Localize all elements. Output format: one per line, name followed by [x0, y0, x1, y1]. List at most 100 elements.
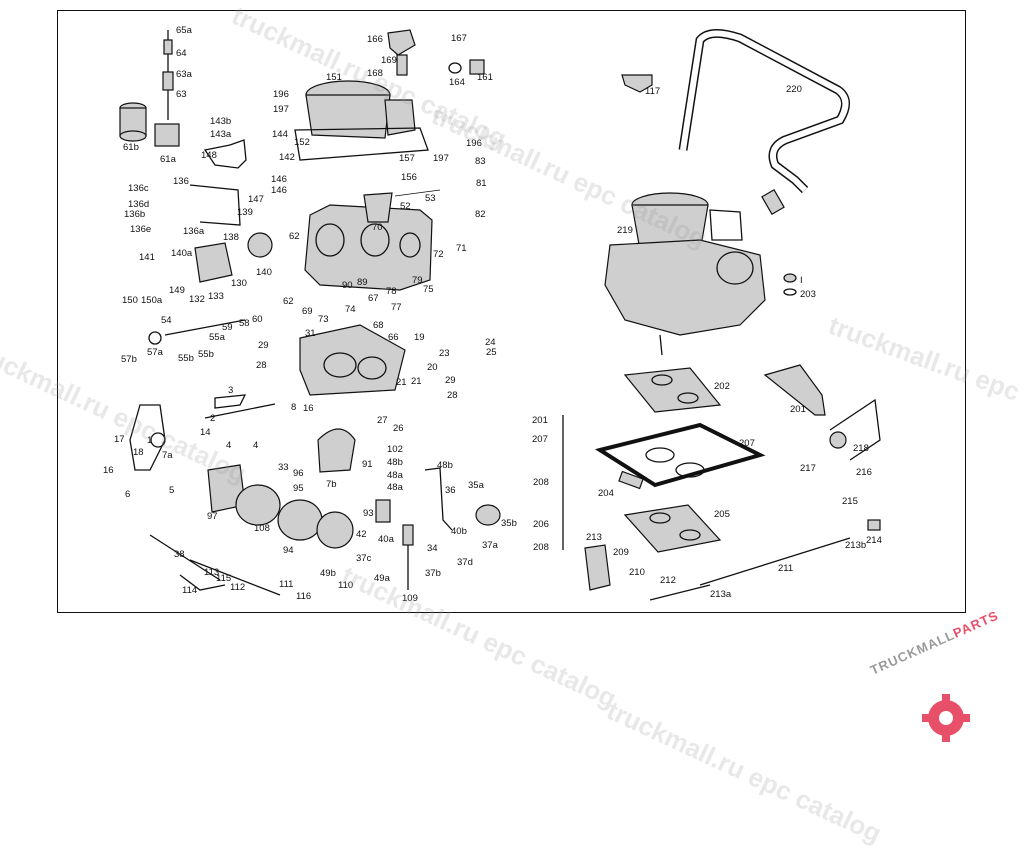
part-number-label: 60 [252, 314, 263, 325]
part-number-label: 136b [124, 209, 145, 220]
part-number-label: 208 [533, 477, 549, 488]
part-number-label: 132 [189, 294, 205, 305]
part-number-label: 61b [123, 142, 139, 153]
part-number-label: 150a [141, 295, 163, 306]
part-number-label: 152 [294, 137, 310, 148]
part-number-label: 37d [457, 557, 473, 568]
part-number-label: 55a [209, 332, 226, 343]
part-number-label: 2 [210, 413, 215, 424]
part-number-label: 207 [739, 438, 755, 449]
part-number-label: 211 [778, 563, 793, 574]
part-number-label: 207 [532, 434, 548, 445]
part-number-label: 59 [222, 322, 233, 333]
part-number-label: 28 [447, 390, 458, 401]
part-number-label: 31 [305, 328, 316, 339]
part-number-label: 7b [326, 479, 337, 490]
part-number-label: 37c [356, 553, 372, 564]
part-number-label: 136e [130, 224, 151, 235]
part-number-label: 113 [204, 567, 219, 578]
part-number-label: 57b [121, 354, 137, 365]
part-number-label: 96 [293, 468, 304, 479]
part-number-label: 168 [367, 68, 383, 79]
part-number-label: 37b [425, 568, 441, 579]
part-number-label: 29 [445, 375, 456, 386]
part-number-label: 74 [345, 304, 356, 315]
part-number-label: 219 [617, 225, 633, 236]
part-number-label: 196 [466, 138, 482, 149]
part-number-label: 136d [128, 199, 149, 210]
part-number-label: 23 [439, 348, 450, 359]
part-number-label: 38 [174, 549, 185, 560]
part-number-label: 150 [122, 295, 138, 306]
truckmall-parts-logo [922, 694, 970, 742]
part-number-label: 14 [200, 427, 211, 438]
part-number-label: 114 [182, 585, 197, 596]
part-number-label: 215 [842, 496, 858, 507]
part-number-label: 62 [289, 231, 300, 242]
part-number-label: 142 [279, 152, 295, 163]
part-number-label: 28 [256, 360, 267, 371]
part-number-label: 144 [272, 129, 288, 140]
part-number-label: 140 [256, 267, 272, 278]
part-number-label: 140a [171, 248, 193, 259]
part-number-label: 214 [0, 0, 16, 3]
part-number-label: 18 [133, 447, 144, 458]
part-number-label: 202 [714, 381, 730, 392]
part-number-label: 197 [433, 153, 449, 164]
part-number-label: 95 [293, 483, 304, 494]
part-number-label: 36 [445, 485, 456, 496]
part-number-label: 146 [271, 174, 287, 185]
part-number-label: 71 [456, 243, 467, 254]
part-number-label: 201 [790, 404, 806, 415]
part-number-label: 61a [160, 154, 177, 165]
part-number-label: 141 [139, 252, 155, 263]
part-number-label: 69 [302, 306, 313, 317]
part-number-label: 8 [291, 402, 296, 413]
part-number-label: 40b [451, 526, 467, 537]
part-number-label: I [800, 275, 803, 286]
part-number-label: 213a [710, 589, 732, 600]
part-number-label: 205 [714, 509, 730, 520]
part-number-label: 57a [147, 347, 164, 358]
part-number-label: 164 [449, 77, 465, 88]
part-number-label: 54 [161, 315, 172, 326]
part-number-label: 73 [318, 314, 329, 325]
carburetor-exploded-diagram: 65a6463a6361b61a143b143a1481441421961971… [0, 0, 882, 604]
part-number-label: 218 [853, 443, 869, 454]
part-number-label: 117 [645, 86, 660, 97]
part-number-label: 138 [223, 232, 239, 243]
part-number-label: 72 [433, 249, 444, 260]
part-number-label: 75 [423, 284, 434, 295]
part-number-label: 166 [367, 34, 383, 45]
part-number-label: 34 [427, 543, 438, 554]
part-number-label: 89 [357, 277, 368, 288]
part-number-label: 90 [342, 280, 353, 291]
part-number-label: 130 [231, 278, 247, 289]
part-number-label: 40a [378, 534, 395, 545]
part-number-label: 212 [660, 575, 676, 586]
part-number-label: 161 [477, 72, 493, 83]
part-number-label: 209 [613, 547, 629, 558]
part-number-label: 29 [258, 340, 269, 351]
part-number-label: 16 [303, 403, 314, 414]
part-number-label: 16 [103, 465, 114, 476]
part-number-label: 210 [629, 567, 645, 578]
part-number-label: 102 [387, 444, 403, 455]
part-number-label: 68 [373, 320, 384, 331]
part-number-label: 136a [183, 226, 205, 237]
part-number-label: 48b [437, 460, 453, 471]
parts-drawing-left [119, 29, 501, 596]
part-number-label: 7a [162, 450, 173, 461]
part-number-label: 151 [326, 72, 342, 83]
part-number-label: 21 [396, 377, 407, 388]
part-number-label: 48a [387, 482, 404, 493]
part-number-label: 214 [866, 535, 882, 546]
part-number-label: 4 [226, 440, 231, 451]
part-number-label: 21 [411, 376, 422, 387]
part-number-label: 52 [400, 201, 411, 212]
part-number-label: 136 [173, 176, 189, 187]
part-number-label: 48a [387, 470, 404, 481]
part-number-label: 97 [207, 511, 218, 522]
part-number-label: 206 [533, 519, 549, 530]
part-number-label: 63 [176, 89, 187, 100]
